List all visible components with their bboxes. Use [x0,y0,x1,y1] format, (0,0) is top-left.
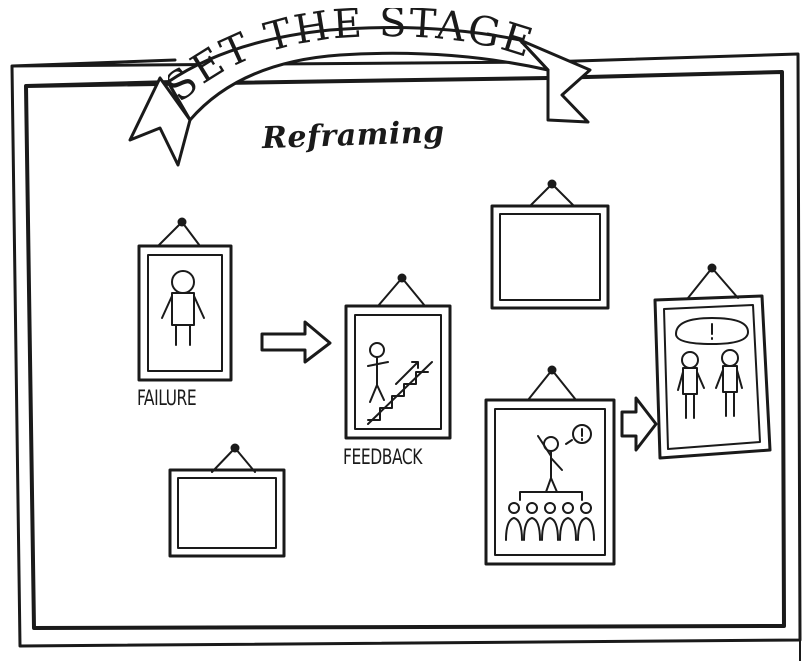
stick-figure-icon [678,352,704,418]
arrow-right-icon [622,398,656,450]
caption-feedback: FEEDBACK [343,445,422,469]
frame-conversation [655,264,770,458]
caption-failure: FAILURE [137,386,196,410]
frame-empty-lower-left [170,444,284,556]
frame-failure [139,218,231,380]
audience-icon [506,503,594,540]
stick-figure-icon [368,343,388,402]
subtitle: Reframing [261,115,445,156]
arrow-right-icon [262,322,330,362]
thought-cloud-icon [676,318,748,344]
presenter-icon [520,436,582,500]
frame-empty-upper-right [492,180,608,308]
frame-presenter [486,366,614,564]
frame-feedback [346,274,450,438]
speech-bubble-icon [566,425,591,444]
stick-figure-icon [716,350,742,416]
stick-figure-icon [162,271,204,345]
